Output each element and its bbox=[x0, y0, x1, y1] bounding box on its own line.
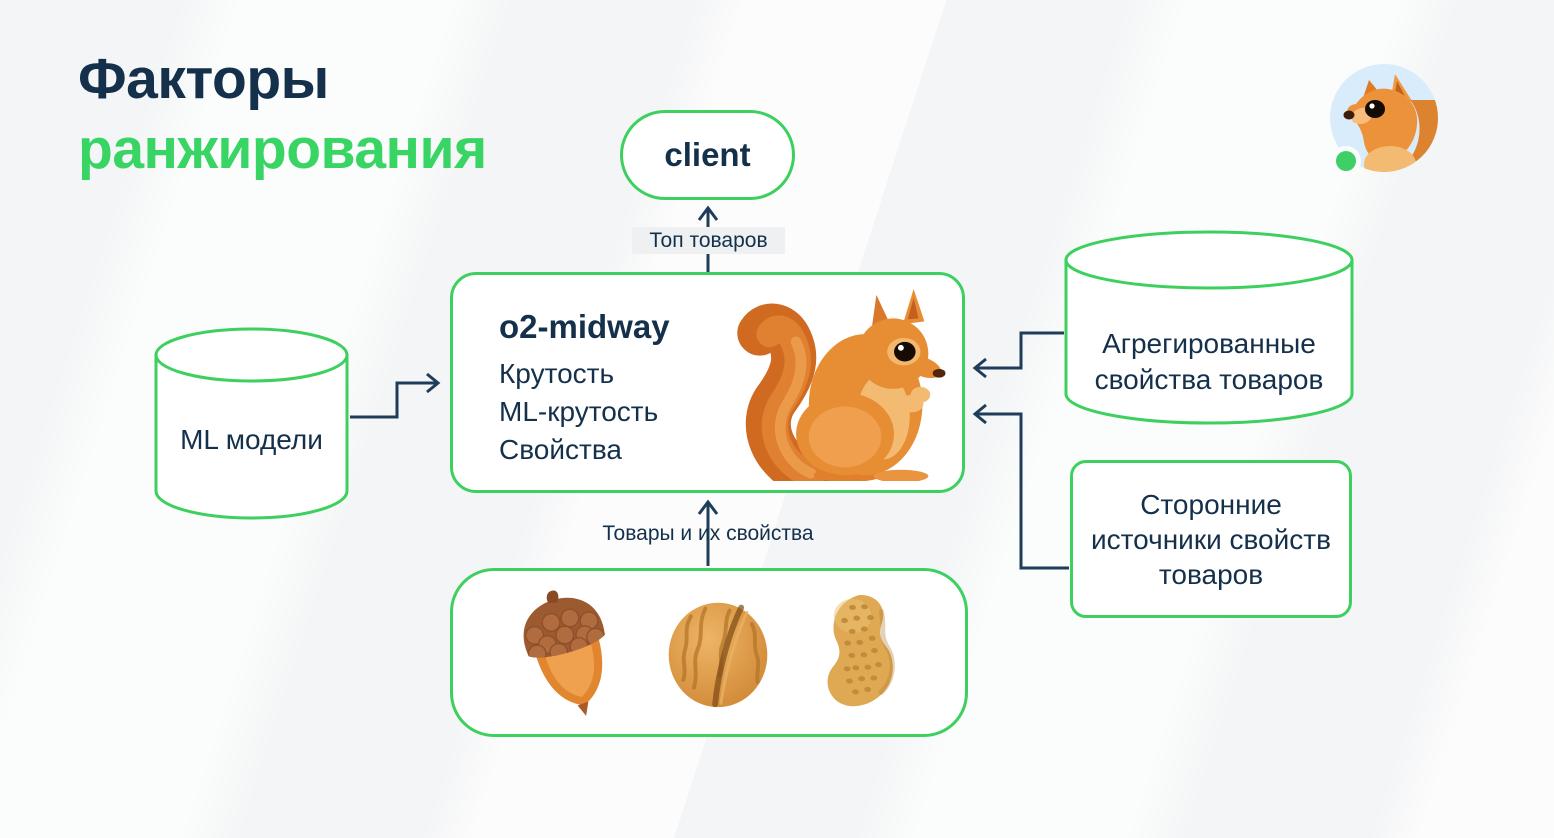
aggregated-db-label: Агрегированные свойства товаров bbox=[1094, 328, 1324, 395]
aggregated-db bbox=[1064, 230, 1354, 425]
squirrel-avatar-icon bbox=[1330, 64, 1438, 172]
edge-label-top-products: Топ товаров bbox=[632, 227, 785, 254]
squirrel-icon bbox=[737, 289, 946, 481]
client-label: client bbox=[664, 136, 751, 173]
peanut-icon bbox=[827, 594, 895, 706]
walnut-icon bbox=[668, 602, 768, 707]
edge-label-products-properties: Товары и их свойства bbox=[602, 522, 814, 545]
page-title-line1: Факторы bbox=[78, 47, 329, 111]
page-title-line2: ранжирования bbox=[78, 117, 487, 181]
products-node bbox=[450, 568, 968, 737]
midway-item: Свойства bbox=[499, 434, 622, 465]
midway-title: o2-midway bbox=[499, 308, 670, 345]
midway-item: ML-крутость bbox=[499, 396, 659, 427]
midway-item: Крутость bbox=[499, 358, 615, 389]
ml-models-db bbox=[154, 327, 349, 520]
client-node: client bbox=[620, 110, 795, 200]
avatar[interactable] bbox=[1330, 64, 1438, 172]
third-party-node: Сторонние источники свойств товаров bbox=[1070, 460, 1352, 618]
midway-text: o2-midway Крутость ML-крутость Свойства bbox=[499, 307, 670, 469]
midway-node: o2-midway Крутость ML-крутость Свойства bbox=[450, 272, 965, 493]
arrow-thirdparty-to-midway bbox=[976, 412, 1069, 570]
page-title: Факторы ранжирования bbox=[78, 44, 487, 184]
acorn-icon bbox=[523, 590, 606, 716]
third-party-label: Сторонние источники свойств товаров bbox=[1091, 488, 1331, 590]
arrow-aggdb-to-midway bbox=[976, 331, 1064, 370]
online-status-dot bbox=[1336, 151, 1356, 171]
ml-models-label: ML модели bbox=[180, 424, 323, 455]
arrow-mldb-to-midway bbox=[350, 381, 437, 419]
